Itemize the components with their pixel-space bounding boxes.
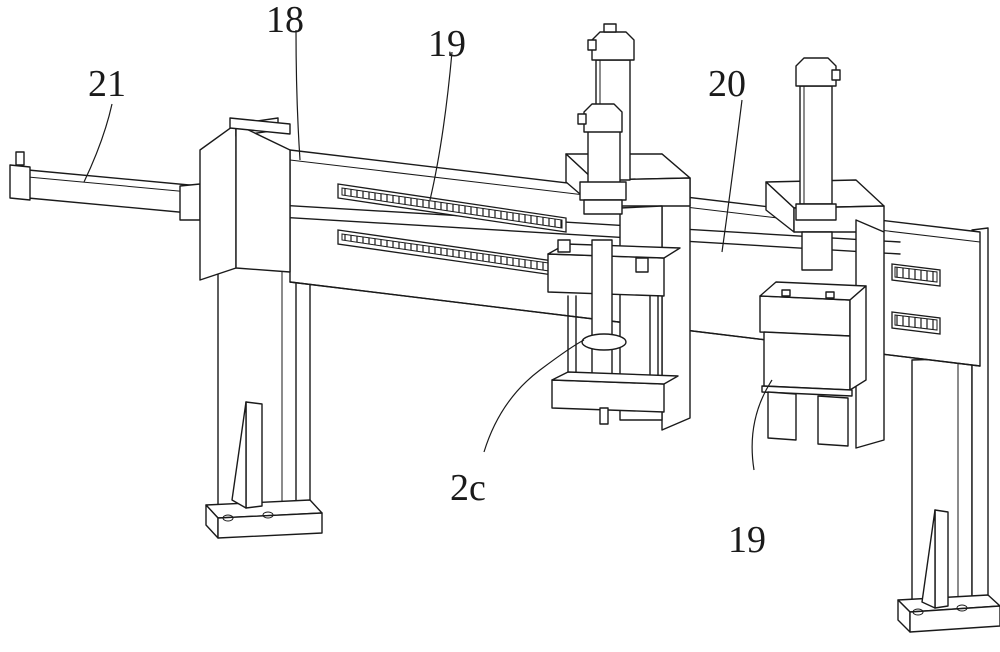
label-21: 21 [88, 63, 126, 105]
left-support-column [217, 254, 311, 506]
right-foot-base [897, 509, 1000, 633]
left-end-plate [199, 117, 291, 281]
part-labels: 21 18 19 20 2c 19 [88, 0, 766, 561]
right-gripper-block [759, 281, 867, 447]
left-carriage-block [547, 239, 681, 425]
left-foot-base [205, 401, 323, 539]
label-2c: 2c [450, 467, 486, 509]
right-support-column [911, 227, 989, 603]
label-20: 20 [708, 63, 746, 105]
label-19-bottom: 19 [728, 519, 766, 561]
lower-vertical-cylinder [577, 103, 627, 215]
right-racks [891, 263, 941, 335]
leader-lines [83, 29, 773, 471]
left-cylinder [9, 151, 201, 221]
upper-rack [337, 183, 567, 233]
label-19-top: 19 [428, 23, 466, 65]
right-carriage-frame [765, 179, 885, 449]
right-vertical-cylinder [795, 57, 841, 271]
label-18: 18 [266, 0, 304, 41]
